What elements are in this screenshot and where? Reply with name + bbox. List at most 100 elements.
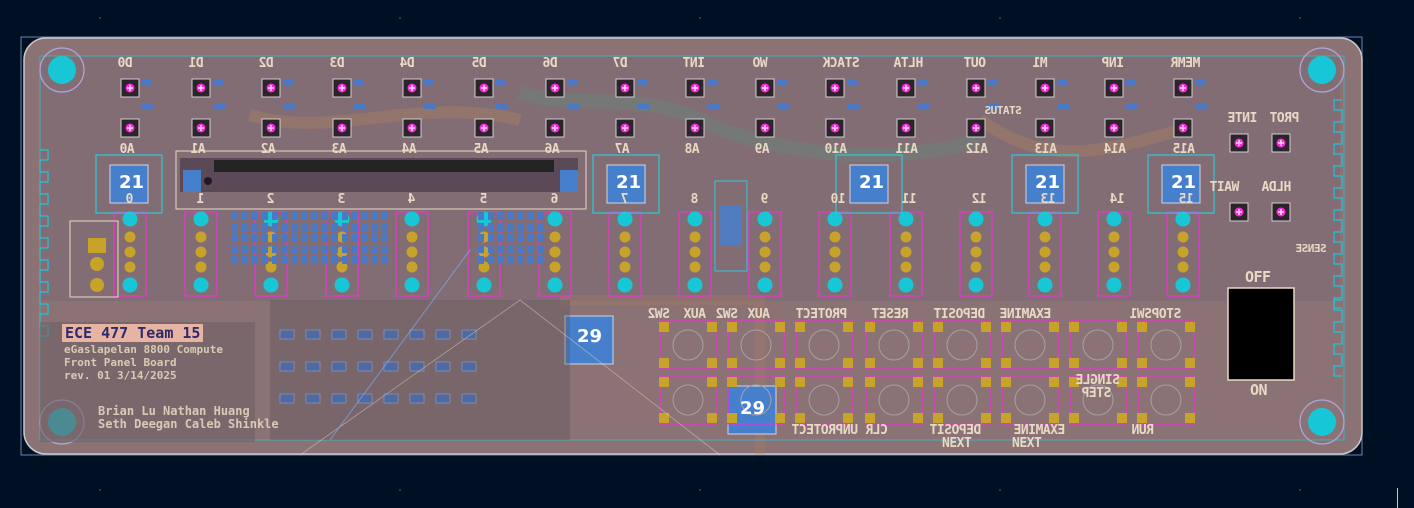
smd-resistor <box>283 104 295 109</box>
pushbutton-pad <box>1049 377 1059 387</box>
led-label-top: D2 <box>259 56 274 71</box>
control-switch-label: UNPROTECT <box>792 423 858 438</box>
switch-pad-bottom <box>334 277 350 293</box>
switch-pin <box>829 246 841 258</box>
pushbutton-pad <box>727 413 737 423</box>
led-cross <box>762 85 768 91</box>
control-switch-label: EXAMINE <box>1000 307 1052 322</box>
pushbutton-courtyard <box>933 320 991 370</box>
led-label-top: D0 <box>118 56 133 71</box>
control-switch-label: SW2 <box>716 307 738 322</box>
led-label-top: INP <box>1102 56 1124 71</box>
smd-resistor <box>302 234 308 242</box>
led-cross <box>762 125 768 131</box>
pushbutton-pad <box>1049 358 1059 368</box>
smd-resistor <box>488 234 494 242</box>
pushbutton-courtyard <box>1069 320 1127 370</box>
smd-resistor <box>252 234 258 242</box>
smd-resistor <box>242 212 248 220</box>
switch-pin <box>124 246 136 258</box>
smd-resistor <box>1057 80 1067 85</box>
smd-resistor <box>312 223 318 231</box>
smd-resistor <box>478 212 484 220</box>
smd-resistor <box>352 256 358 264</box>
ic-label: 29 <box>577 326 603 347</box>
switch-pad-bottom <box>476 277 492 293</box>
smd-resistor <box>424 104 436 109</box>
pushbutton-pad <box>795 413 805 423</box>
switch-pin <box>406 261 418 273</box>
pushbutton-courtyard <box>1001 320 1059 370</box>
pushbutton-pad <box>1117 413 1127 423</box>
switch-pin <box>619 231 631 243</box>
pushbutton-pad <box>727 358 737 368</box>
smd-resistor <box>332 223 338 231</box>
smd-resistor <box>213 104 225 109</box>
smd-resistor <box>322 223 328 231</box>
switch-pad-top <box>1037 211 1053 227</box>
smd-resistor <box>302 212 308 220</box>
smd-resistor <box>478 234 484 242</box>
address-label: A2 <box>261 142 276 157</box>
switch-pin <box>829 261 841 273</box>
led-row-address <box>120 104 1291 222</box>
smd-resistor <box>528 223 534 231</box>
smd-resistor <box>538 256 544 264</box>
ic-label: 21 <box>1171 172 1197 193</box>
pushbutton-pad <box>795 377 805 387</box>
led-cross <box>127 125 133 131</box>
smd-resistor <box>567 80 577 85</box>
switch-pin <box>195 246 207 258</box>
smd-part <box>305 393 321 404</box>
pushbutton-pad <box>1137 358 1147 368</box>
smd-resistor <box>352 212 358 220</box>
led-cross <box>409 85 415 91</box>
switch-pin <box>759 231 771 243</box>
smd-resistor <box>498 256 504 264</box>
control-switch-label: SW2 <box>648 307 670 322</box>
switch-pad-top <box>1175 211 1191 227</box>
led-cross <box>268 85 274 91</box>
pushbutton-pad <box>1117 377 1127 387</box>
pushbutton-pad <box>865 322 875 332</box>
smd-resistor <box>1057 104 1069 109</box>
switch-pin <box>1108 246 1120 258</box>
led-cross <box>1236 209 1242 215</box>
switch-pin <box>829 231 841 243</box>
smd-resistor <box>478 256 484 264</box>
switch-pad-top <box>547 211 563 227</box>
switch-pad-top <box>617 211 633 227</box>
pushbutton-cap <box>878 384 910 416</box>
smd-resistor <box>372 256 378 264</box>
smd-resistor <box>282 223 288 231</box>
switch-pad-bottom <box>547 277 563 293</box>
smd-resistor <box>342 234 348 242</box>
led-cross <box>832 125 838 131</box>
smd-resistor <box>538 234 544 242</box>
pushbutton-cap <box>946 384 978 416</box>
smd-resistor <box>1195 80 1205 85</box>
led-label-top: MEMR <box>1171 56 1201 71</box>
control-switch-label: RUN <box>1132 423 1154 438</box>
led-cross <box>622 125 628 131</box>
pushbutton-pad <box>1001 358 1011 368</box>
pushbutton-cap <box>1150 384 1182 416</box>
smd-resistor <box>292 256 298 264</box>
address-label: A3 <box>332 142 347 157</box>
led-cross <box>1278 140 1284 146</box>
address-label: A13 <box>1035 142 1057 157</box>
pushbutton-courtyard <box>795 320 853 370</box>
smd-resistor <box>372 234 378 242</box>
next-label: NEXT <box>942 436 972 451</box>
switch-pin <box>900 231 912 243</box>
smd-resistor <box>362 212 368 220</box>
led-cross <box>268 125 274 131</box>
smd-part <box>331 393 347 404</box>
smd-resistor <box>354 80 364 85</box>
smd-resistor <box>567 104 579 109</box>
pushbutton-cap <box>878 329 910 361</box>
smd-resistor <box>312 212 318 220</box>
smd-part <box>357 393 373 404</box>
pushbutton-pad <box>843 322 853 332</box>
